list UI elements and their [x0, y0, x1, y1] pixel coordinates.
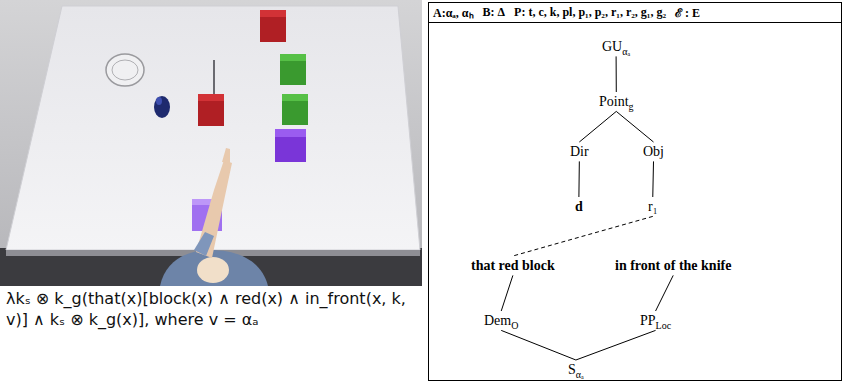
formula-text: λkₛ ⊗ k_g(that(x)[block(x) ∧ red(x) ∧ in… — [6, 289, 406, 329]
block-top — [280, 54, 306, 61]
header-row: A:αₐ, αₕ B: Δ P: t, c, k, pl, p₁, p₂, r₁, … — [429, 3, 841, 23]
header-text: B: Δ — [483, 5, 506, 20]
node-label: d — [575, 199, 583, 214]
tree-branch — [616, 56, 617, 92]
dashed-link — [513, 216, 653, 256]
blue-cylinder — [154, 96, 170, 118]
derivation-panel: A:αₐ, αₕ B: Δ P: t, c, k, pl, p₁, p₂, r₁, … — [428, 2, 842, 381]
tree-node: in front of the knife — [613, 257, 733, 274]
green-block — [282, 94, 308, 125]
node-label: S — [568, 362, 576, 377]
header-text: A:αₐ, αₕ — [433, 4, 474, 21]
plate — [106, 54, 144, 86]
formula-caption: λkₛ ⊗ k_g(that(x)[block(x) ∧ red(x) ∧ in… — [6, 288, 424, 330]
tree-node: Obj — [641, 143, 666, 160]
tree-branch — [652, 161, 654, 197]
tree-branch — [578, 161, 579, 197]
node-label: that red block — [471, 258, 555, 273]
block-top — [275, 129, 306, 137]
cylinder-highlight — [156, 97, 162, 105]
red-block — [198, 94, 224, 126]
tree-node: Pointg — [597, 93, 636, 110]
red-block — [260, 10, 286, 42]
block-top — [282, 94, 308, 101]
header-text: ℰ : E — [675, 4, 700, 21]
green-block — [280, 54, 306, 85]
tree-branch — [501, 275, 513, 311]
node-label: PP — [640, 313, 656, 328]
subscript: αₐ — [576, 369, 584, 380]
shirt — [160, 250, 268, 286]
finger — [222, 148, 230, 163]
tree-node: PPLoc — [638, 312, 673, 329]
tree-branch — [501, 330, 576, 360]
node-label: Obj — [643, 144, 664, 159]
tree-branch — [656, 275, 674, 311]
tree-node: Sαₐ — [566, 361, 586, 378]
node-label: Point — [599, 94, 629, 109]
pointing-person — [160, 148, 268, 286]
tree-node: that red block — [469, 257, 557, 274]
plate-rim — [112, 60, 138, 80]
blocks — [192, 10, 308, 231]
subscript: Loc — [656, 320, 672, 331]
tree-node: DemO — [482, 312, 520, 329]
tree-node: Dir — [568, 143, 591, 160]
header-text: P: t, c, k, pl, p₁, p₂, r₁, r₂, g₁, g₂ — [514, 5, 666, 20]
node-label: GU — [602, 39, 622, 54]
block-top — [198, 94, 224, 101]
block-top — [260, 10, 286, 17]
tree-branch — [616, 111, 653, 142]
node-label: in front of the knife — [615, 258, 731, 273]
purple-block — [275, 129, 306, 162]
tree-node: r₁ — [646, 198, 660, 215]
sleeve — [194, 232, 214, 256]
subscript: g — [629, 101, 634, 112]
node-label: r₁ — [648, 199, 658, 214]
tree-branch — [579, 111, 616, 142]
tree-node: GUαₐ — [600, 38, 632, 55]
render-background — [0, 0, 422, 286]
subscript: O — [511, 320, 518, 331]
head — [197, 257, 229, 283]
subscript: αₐ — [622, 46, 630, 57]
node-label: Dir — [570, 144, 589, 159]
tree-node: d — [573, 198, 585, 215]
node-label: Dem — [484, 313, 511, 328]
tree-branch — [576, 330, 656, 360]
